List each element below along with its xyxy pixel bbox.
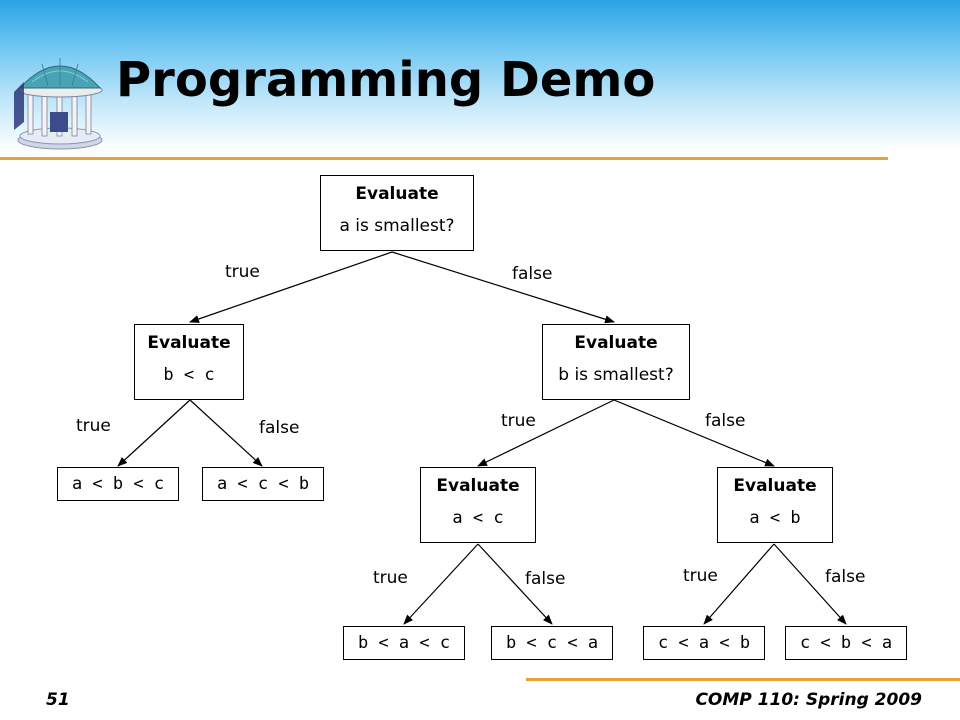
- course-label: COMP 110: Spring 2009: [695, 690, 922, 710]
- leaf-c-a-b: c < a < b: [643, 626, 765, 660]
- edge-bsmall-false: [613, 399, 775, 467]
- slide-number: 51: [46, 690, 70, 710]
- node-b-is-smallest: Evaluate b is smallest?: [542, 324, 690, 400]
- edge-label-bsmall-true: true: [501, 411, 536, 431]
- node-condition: a is smallest?: [339, 216, 455, 236]
- leaf-b-a-c: b < a < c: [343, 626, 465, 660]
- node-heading: Evaluate: [574, 333, 658, 353]
- old-well-logo: [14, 58, 103, 150]
- edge-label-ac-true: true: [373, 568, 408, 588]
- edge-label-bc-false: false: [259, 418, 300, 438]
- leaf-c-b-a: c < b < a: [785, 626, 907, 660]
- slide-title: Programming Demo: [116, 52, 656, 108]
- edge-label-root-false: false: [512, 264, 553, 284]
- edge-label-ab-false: false: [825, 567, 866, 587]
- node-condition: a < c: [452, 508, 504, 528]
- node-heading: Evaluate: [355, 184, 439, 204]
- node-a-less-c: Evaluate a < c: [420, 467, 536, 543]
- leaf-b-c-a: b < c < a: [491, 626, 613, 660]
- edge-label-bsmall-false: false: [705, 411, 746, 431]
- edge-label-ac-false: false: [525, 569, 566, 589]
- leaf-a-c-b: a < c < b: [202, 467, 324, 501]
- leaf-a-b-c: a < b < c: [57, 467, 179, 501]
- node-condition: a < b: [749, 508, 801, 528]
- edge-label-ab-true: true: [683, 566, 718, 586]
- node-condition: b is smallest?: [558, 365, 674, 385]
- node-heading: Evaluate: [147, 333, 231, 353]
- node-heading: Evaluate: [733, 476, 817, 496]
- title-divider: [0, 157, 888, 160]
- edge-label-root-true: true: [225, 262, 260, 282]
- node-a-is-smallest: Evaluate a is smallest?: [320, 175, 474, 251]
- edge-label-bc-true: true: [76, 416, 111, 436]
- edge-bc-false: [189, 399, 263, 467]
- footer-divider: [526, 678, 960, 681]
- edge-bc-true: [117, 399, 191, 467]
- edge-bsmall-true: [477, 399, 615, 467]
- node-heading: Evaluate: [436, 476, 520, 496]
- edge-ac-false: [477, 543, 553, 625]
- edge-ab-false: [773, 543, 847, 625]
- edge-ac-true: [403, 543, 479, 625]
- node-a-less-b: Evaluate a < b: [717, 467, 833, 543]
- node-b-less-c: Evaluate b < c: [134, 324, 244, 400]
- edge-root-true: [189, 251, 393, 323]
- edge-ab-true: [703, 543, 775, 625]
- node-condition: b < c: [163, 365, 215, 385]
- edge-root-false: [391, 251, 615, 324]
